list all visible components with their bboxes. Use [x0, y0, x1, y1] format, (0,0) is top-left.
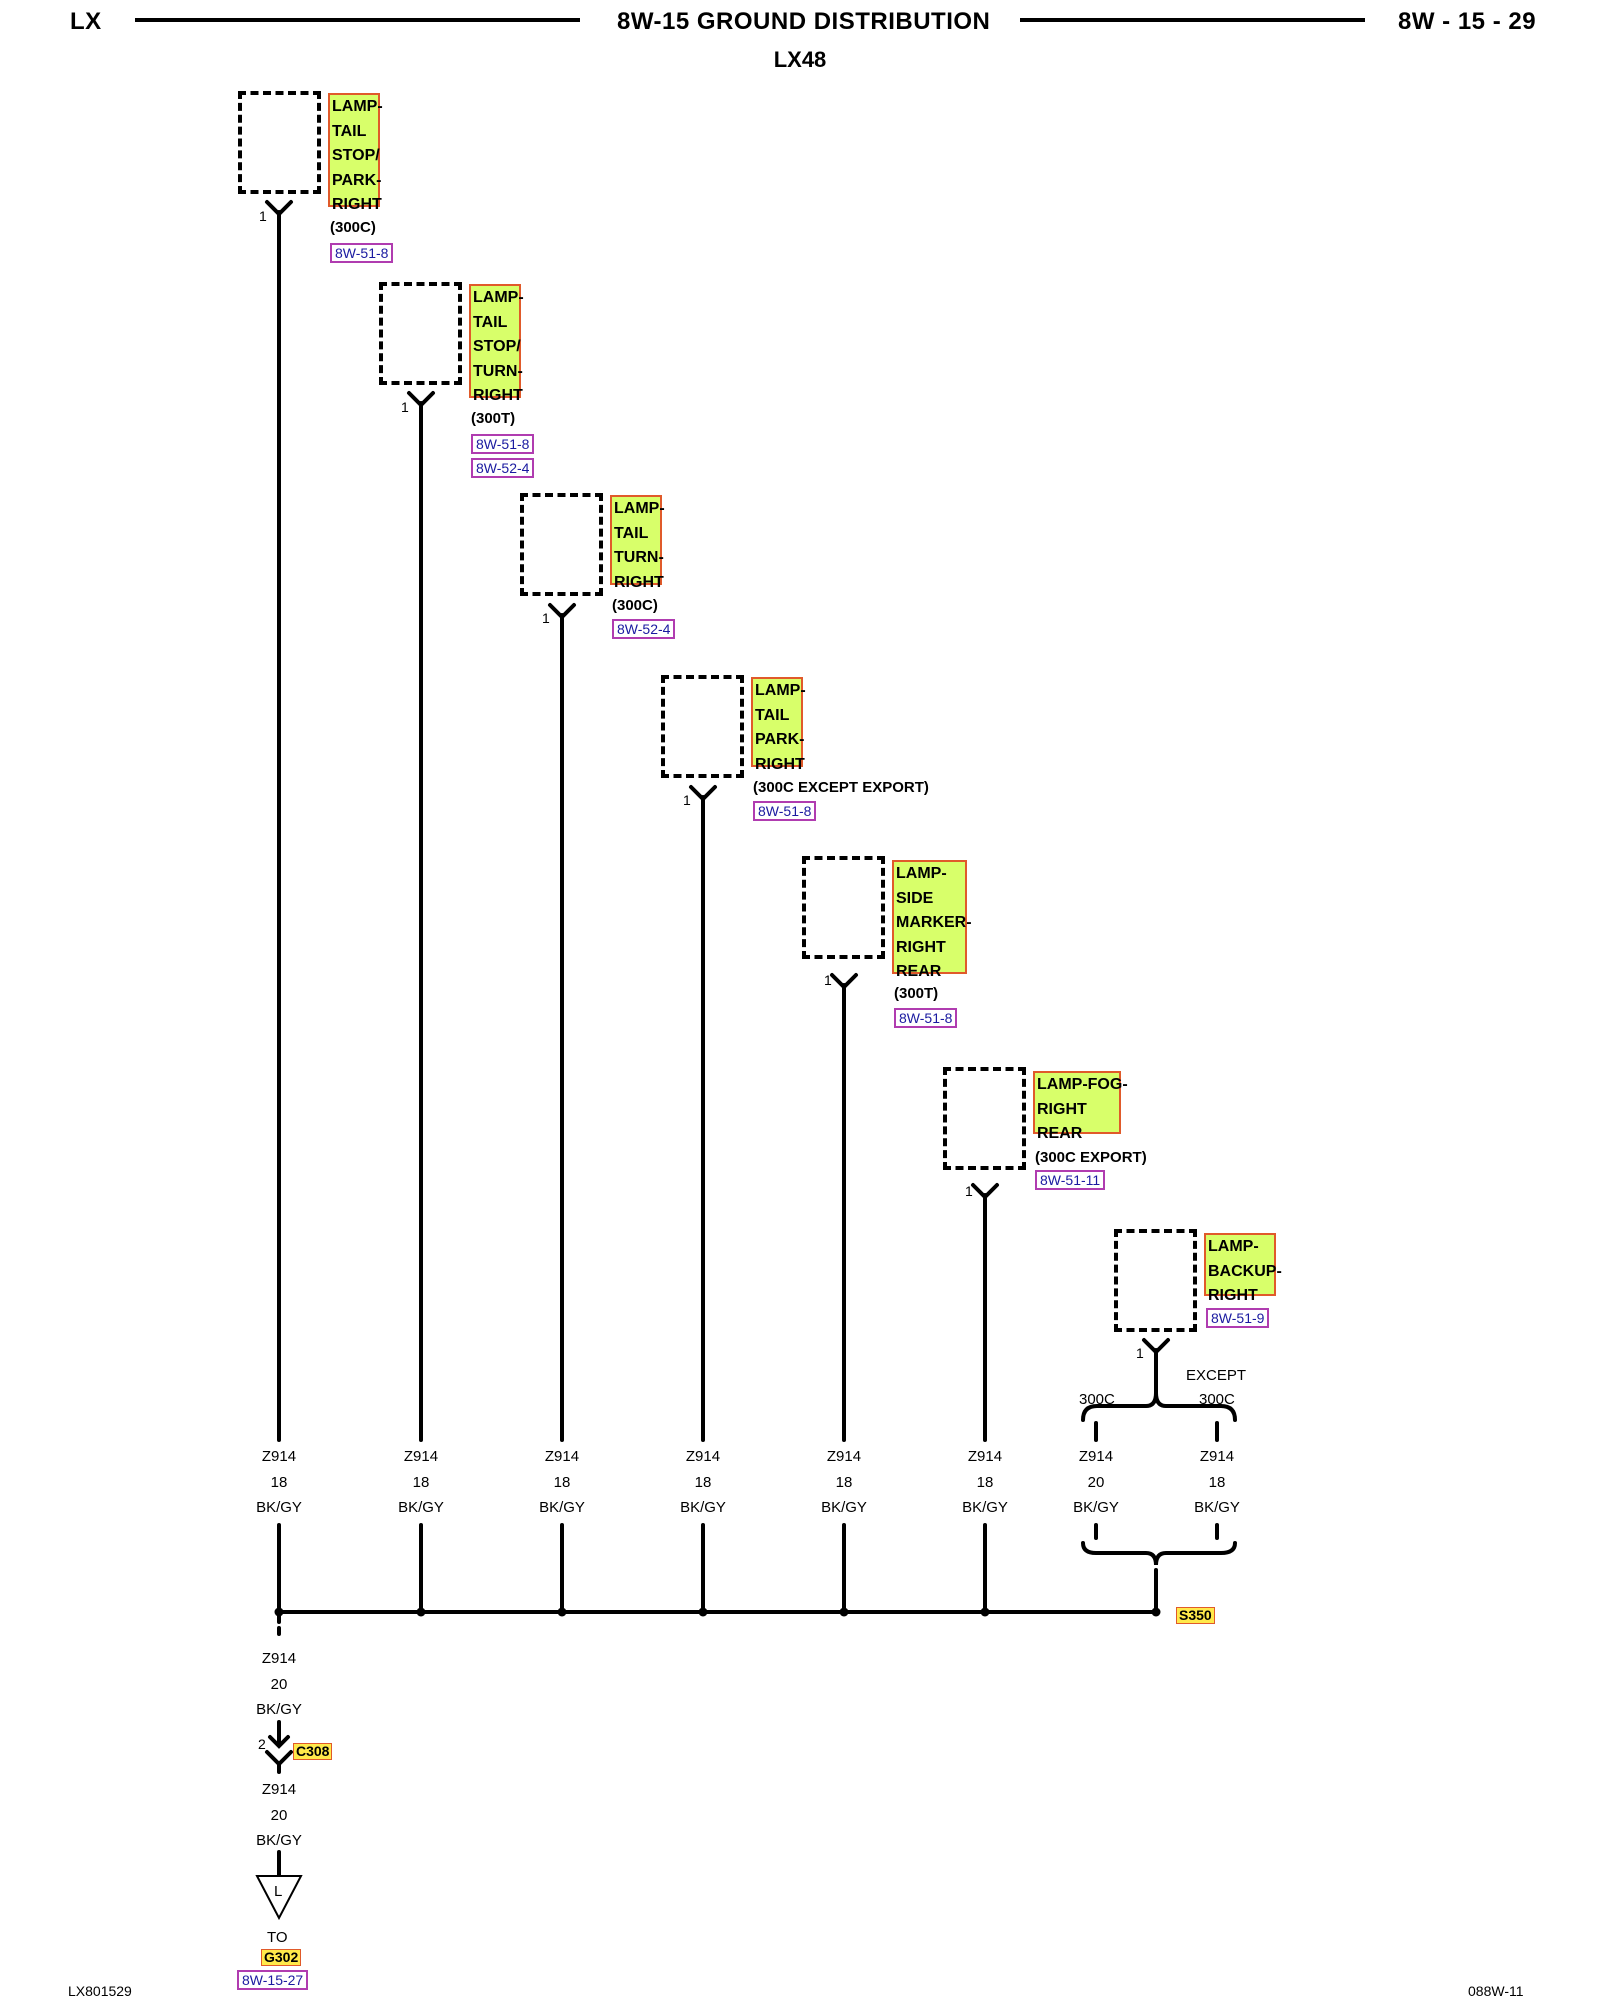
- component-ref-2b[interactable]: 8W-52-4: [471, 458, 535, 478]
- component-box-7: [1114, 1229, 1197, 1332]
- component-ref-1[interactable]: 8W-51-8: [330, 243, 394, 263]
- component-note-6: (300C EXPORT): [1035, 1149, 1147, 1166]
- splice-dot-2: [416, 1607, 426, 1617]
- page-id-left: LX: [70, 8, 102, 35]
- splice-label[interactable]: S350: [1176, 1607, 1215, 1624]
- c308-arrow: [268, 1735, 290, 1749]
- component-ref-7[interactable]: 8W-51-9: [1206, 1308, 1270, 1328]
- component-note-1: (300C): [330, 219, 376, 236]
- component-box-5: [802, 856, 885, 959]
- ground-label[interactable]: G302: [261, 1949, 302, 1966]
- pin-number-5: 1: [824, 972, 832, 988]
- splice-dot-1: [274, 1607, 284, 1617]
- pin-number-7: 1: [1136, 1345, 1144, 1361]
- header-rule-right: [1020, 18, 1365, 22]
- component-ref-2a[interactable]: 8W-51-8: [471, 434, 535, 454]
- ground-ref[interactable]: 8W-15-27: [237, 1970, 309, 1990]
- component-ref-4[interactable]: 8W-51-8: [753, 801, 817, 821]
- component-box-2: [379, 282, 462, 385]
- component-note-5: (300T): [894, 985, 939, 1002]
- ground-to-label: TO: [267, 1929, 288, 1946]
- branch-label-left: 300C: [1079, 1391, 1115, 1408]
- terminal-1: [265, 200, 293, 217]
- ground-symbol-icon: [255, 1875, 303, 1921]
- terminal-5: [830, 973, 858, 990]
- pin-number-3: 1: [542, 610, 550, 626]
- splice-dot-3: [557, 1607, 567, 1617]
- page-number: 8W - 15 - 29: [1398, 8, 1537, 35]
- splice-dot-7: [1151, 1607, 1161, 1617]
- component-ref-3[interactable]: 8W-52-4: [612, 619, 676, 639]
- component-note-3: (300C): [612, 597, 658, 614]
- connector-label[interactable]: C308: [293, 1743, 333, 1760]
- sheet-code: 088W-11: [1468, 1983, 1524, 1999]
- terminal-7: [1142, 1338, 1170, 1355]
- pin-number-2: 1: [401, 399, 409, 415]
- figure-id: LX801529: [68, 1983, 132, 1999]
- component-note-4: (300C EXCEPT EXPORT): [753, 779, 929, 796]
- splice-dot-6: [980, 1607, 990, 1617]
- pin-number-4: 1: [683, 792, 691, 808]
- page-title: 8W-15 GROUND DISTRIBUTION: [617, 8, 991, 35]
- pin-number-1: 1: [259, 208, 267, 224]
- connector-pin: 2: [258, 1736, 266, 1752]
- component-box-3: [520, 493, 603, 596]
- ground-symbol-letter: L: [274, 1883, 283, 1900]
- component-note-2: (300T): [471, 410, 516, 427]
- component-ref-6[interactable]: 8W-51-11: [1035, 1170, 1106, 1190]
- component-label-7: LAMP-BACKUP-RIGHT: [1204, 1233, 1282, 1304]
- component-box-1: [238, 91, 321, 194]
- branch-brace-lower: [1081, 1541, 1237, 1566]
- branch-label-except: EXCEPT: [1186, 1367, 1247, 1384]
- model-subtitle: LX48: [773, 47, 827, 72]
- branch-brace-upper: [1081, 1392, 1237, 1422]
- component-box-4: [661, 675, 744, 778]
- terminal-3: [548, 603, 576, 620]
- terminal-6: [971, 1183, 999, 1200]
- pin-number-6: 1: [965, 1183, 973, 1199]
- header-rule-left: [135, 18, 580, 22]
- component-box-6: [943, 1067, 1026, 1170]
- splice-dot-5: [839, 1607, 849, 1617]
- terminal-4: [689, 785, 717, 802]
- splice-dot-4: [698, 1607, 708, 1617]
- branch-label-right: 300C: [1199, 1391, 1235, 1408]
- component-ref-5[interactable]: 8W-51-8: [894, 1008, 958, 1028]
- terminal-2: [407, 391, 435, 408]
